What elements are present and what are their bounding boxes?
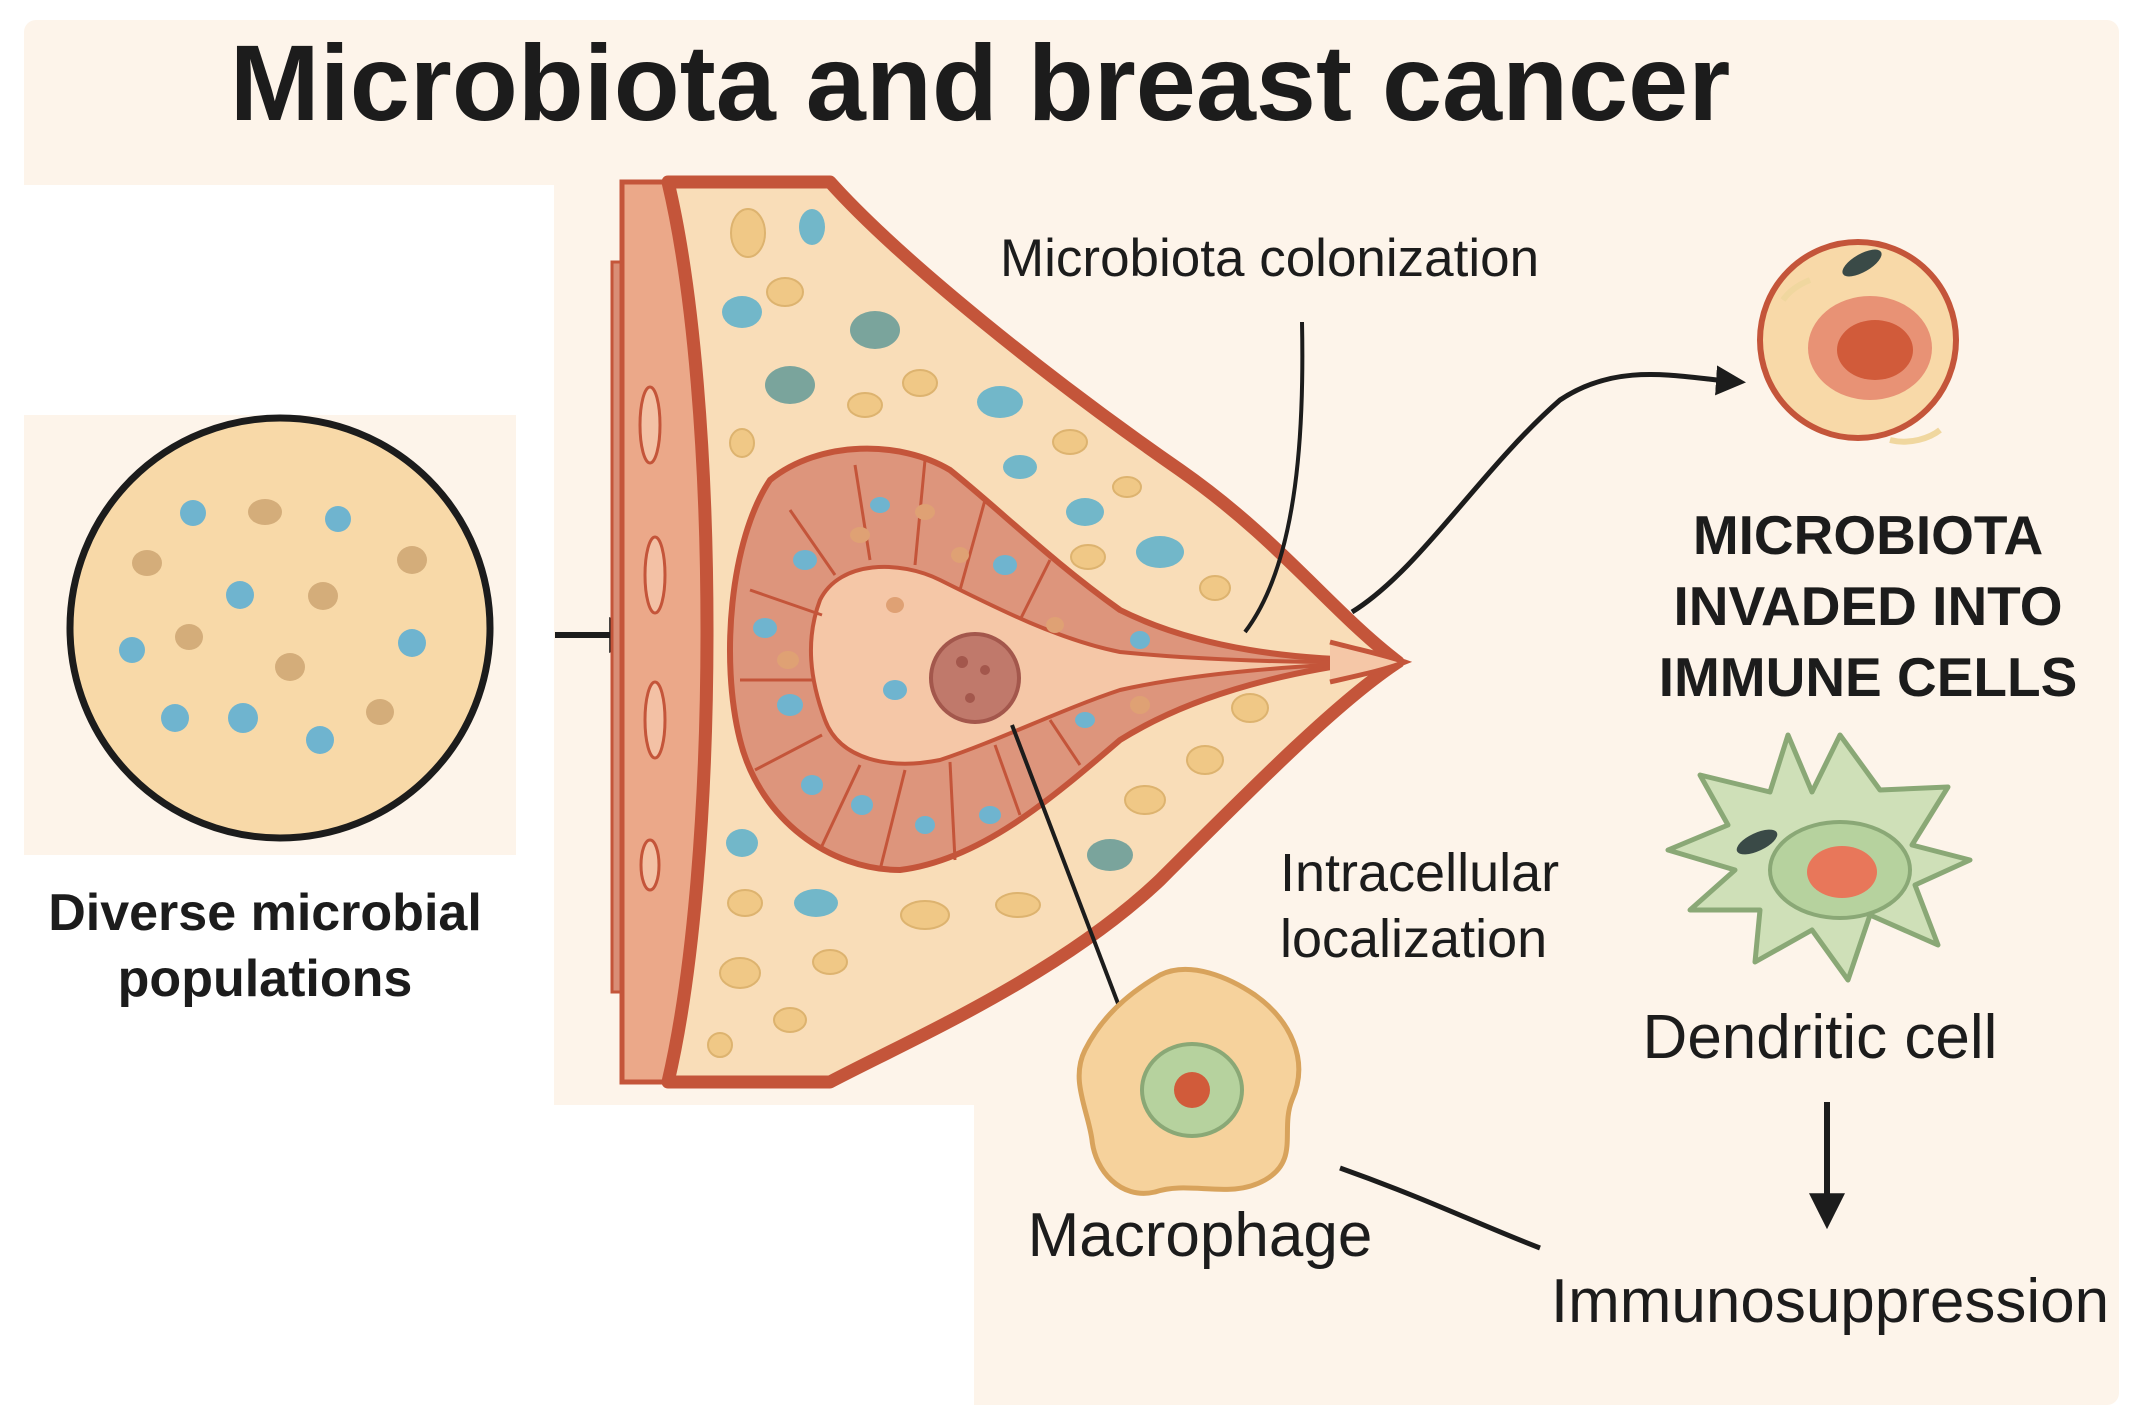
bacterium-icon [1842, 249, 1882, 277]
macrophage-cell [1076, 966, 1302, 1196]
label-microbiota-invaded: MICROBIOTA INVADED INTO IMMUNE CELLS [1658, 504, 2078, 708]
label-intracellular-localization: Intracellular localization [1280, 843, 1560, 969]
label-immunosuppression: Immunosuppression [1550, 1267, 2110, 1336]
label-macrophage: Macrophage [1027, 1201, 1373, 1270]
macrophage-to-immunosuppression-line [1339, 1165, 1541, 1251]
cell-cluster [929, 632, 1021, 724]
label-dendritic-cell: Dendritic cell [1642, 1003, 1998, 1072]
white-panel-bottom [554, 1105, 974, 1410]
mammary-lobule [727, 445, 1379, 874]
label-diverse-microbial-populations: Diverse microbial populations [48, 884, 482, 1008]
macrophage-leader-line [1010, 724, 1132, 1036]
arrow-to-immune-cell [1350, 365, 1746, 615]
nipple [1329, 639, 1413, 685]
microbial-population-circle [24, 414, 516, 855]
colonization-leader-line [1243, 321, 1305, 634]
invaded-immune-cell [1757, 239, 1959, 445]
page-title: Microbiota and breast cancer [229, 22, 1731, 143]
bacterium-icon [1736, 829, 1778, 855]
bacteria-dots [119, 499, 427, 754]
dendritic-cell [1665, 732, 1973, 983]
label-microbiota-colonization: Microbiota colonization [1000, 229, 1540, 288]
tissue-microbes [707, 208, 1269, 1058]
